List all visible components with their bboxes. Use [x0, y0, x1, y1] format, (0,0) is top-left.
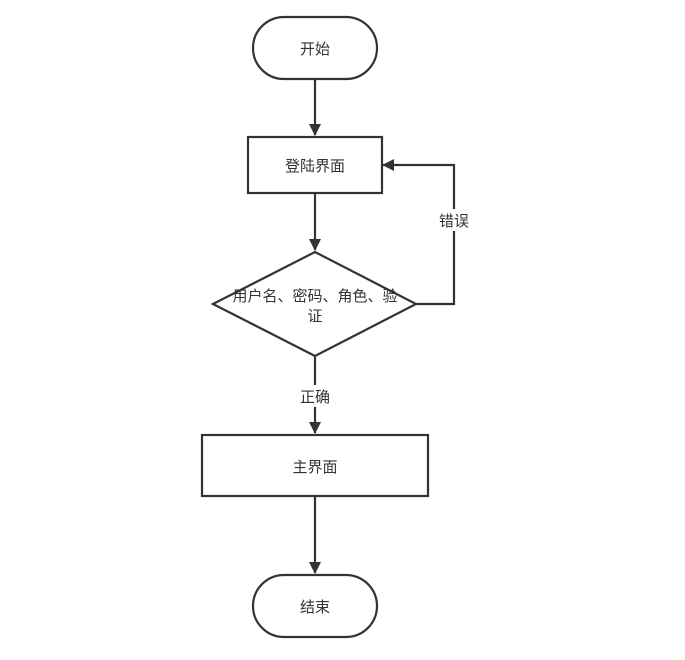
- edge-verify-to-login-error: [382, 159, 456, 306]
- edge-error-label-bg: [436, 209, 472, 231]
- edge-correct-label-bg: [297, 385, 333, 407]
- edge-error-label: 错误: [439, 212, 469, 230]
- login-node: 登陆界面: [246, 135, 384, 195]
- login-label: 登陆界面: [285, 157, 345, 175]
- verify-label-line2: 证: [307, 307, 322, 325]
- main-node: 主界面: [200, 433, 430, 498]
- end-label: 结束: [300, 598, 330, 616]
- end-node: 结束: [251, 573, 379, 639]
- edge-correct-label: 正确: [300, 388, 330, 406]
- verify-label-line1: 用户名、密码、角色、验: [232, 287, 397, 305]
- main-label: 主界面: [292, 458, 337, 476]
- start-node: 开始: [251, 15, 379, 81]
- start-label: 开始: [300, 40, 330, 58]
- verify-decision-node: 用户名、密码、角色、验 证: [210, 250, 419, 358]
